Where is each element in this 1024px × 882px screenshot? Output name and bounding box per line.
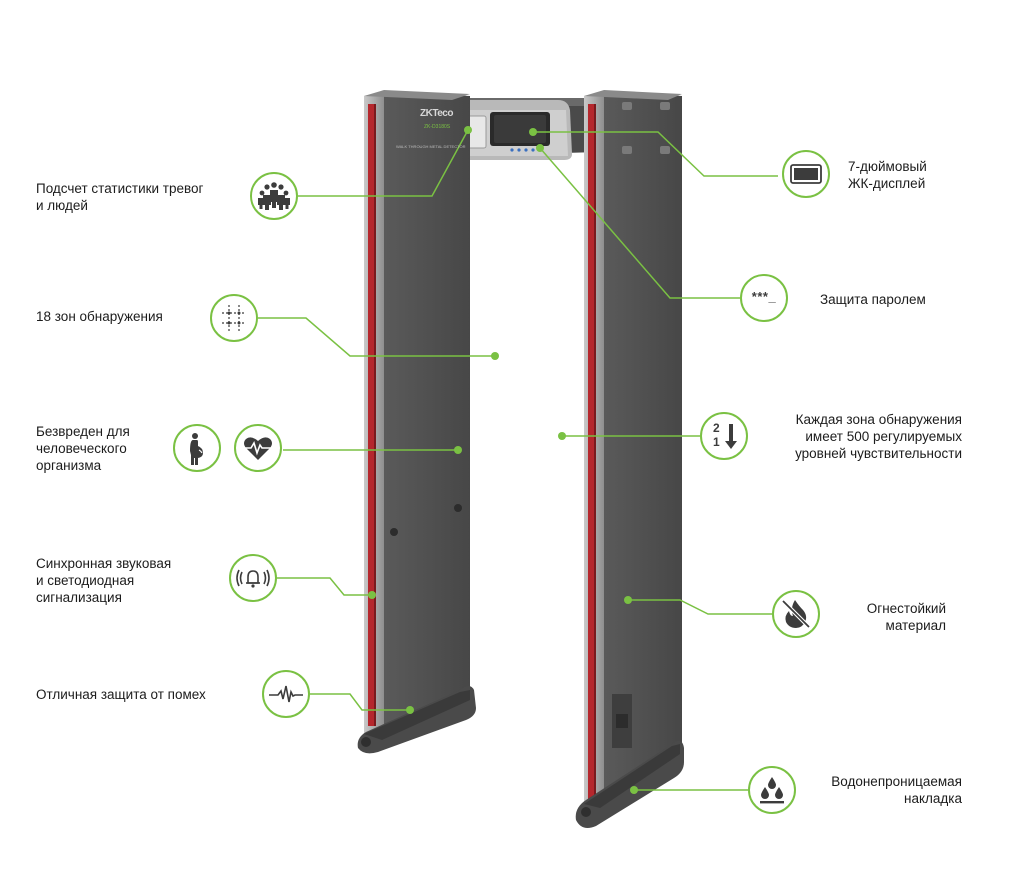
- line-display: [533, 131, 778, 177]
- line-fireproof: [628, 599, 772, 615]
- callout-lines: [258, 129, 778, 791]
- heart-pulse-icon: [234, 424, 282, 472]
- label-fireproof: Огнестойкий материал: [866, 601, 946, 633]
- line-interference: [310, 693, 410, 711]
- label-password: Защита паролем: [820, 292, 926, 307]
- pregnant-woman-icon: [173, 424, 221, 472]
- sort-levels-icon: 2 1: [700, 412, 748, 460]
- label-waterproof: Водонепроницаемая накладка: [831, 774, 962, 806]
- label-harmless: Безвреден для человеческого организма: [36, 424, 130, 473]
- password-icon: ***_: [740, 274, 788, 322]
- bell-alarm-icon: [229, 554, 277, 602]
- label-statistics: Подсчет статистики тревог и людей: [36, 181, 204, 213]
- people-group-icon: [250, 172, 298, 220]
- right-pillar: [575, 90, 684, 828]
- label-sensitivity: Каждая зона обнаружения имеет 500 регули…: [795, 412, 962, 461]
- no-fire-icon: [772, 590, 820, 638]
- panel-text: WALK THROUGH METAL DETECTOR: [396, 144, 466, 149]
- lcd-display-icon: [782, 150, 830, 198]
- label-alarm: Синхронная звуковая и светодиодная сигна…: [36, 556, 172, 605]
- line-password: [539, 147, 740, 299]
- label-display: 7-дюймовый ЖК-дисплей: [848, 159, 927, 191]
- brand-logo: ZKTeco: [420, 108, 453, 119]
- detection-grid-icon: [210, 294, 258, 342]
- line-alarm: [275, 577, 372, 596]
- water-drops-icon: [748, 766, 796, 814]
- left-pillar: [357, 90, 476, 754]
- label-zones: 18 зон обнаружения: [36, 309, 163, 324]
- brand-model: ZK-D3180S: [424, 124, 451, 130]
- callout-dots: [368, 126, 638, 794]
- line-statistics: [298, 129, 469, 197]
- line-zones: [258, 317, 495, 357]
- signal-wave-icon: [262, 670, 310, 718]
- label-interference: Отличная защита от помех: [36, 687, 206, 702]
